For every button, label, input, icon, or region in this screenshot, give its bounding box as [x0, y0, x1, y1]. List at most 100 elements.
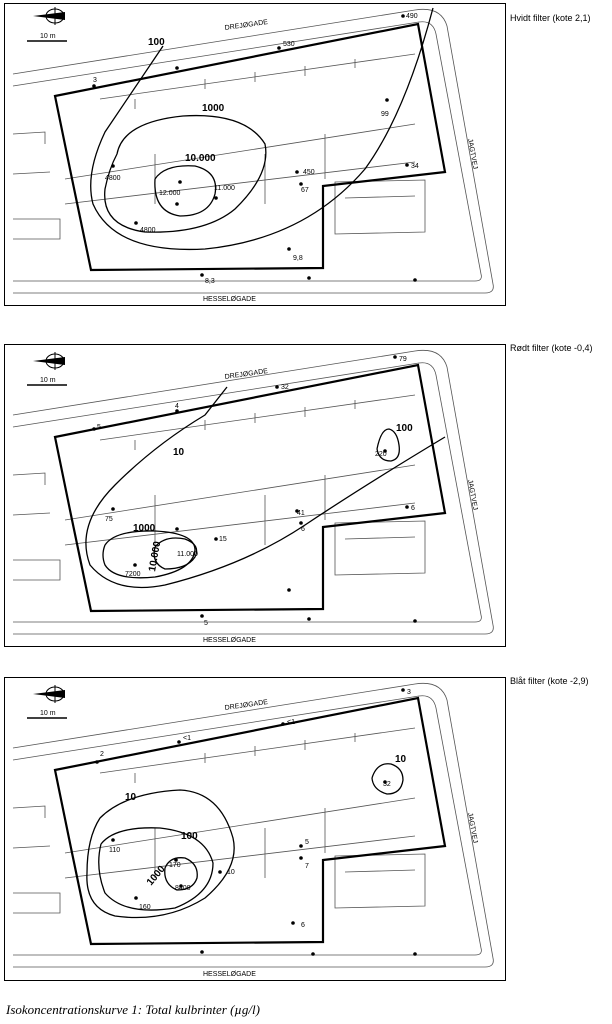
contour-1000	[102, 530, 196, 579]
contour-100	[98, 827, 214, 911]
sample-value: 34	[411, 163, 419, 170]
sample-value: 6	[301, 922, 305, 929]
panel-1-title: Hvidt filter (kote 2,1)	[510, 13, 591, 23]
sample-value: 11.000	[214, 185, 235, 192]
map-panel-white-filter: 10 m DREJØGADE HESSELØGADE JAGTVEJ 100 1…	[4, 3, 506, 306]
sample-value: 5	[204, 620, 208, 627]
north-arrow-icon	[33, 685, 65, 703]
street-east: JAGTVEJ	[466, 479, 478, 510]
contour-100	[376, 428, 400, 462]
sample-value: <1	[287, 719, 295, 726]
sample-value: 79	[399, 356, 407, 363]
contour-lines	[86, 763, 404, 919]
contour-label: 10	[125, 792, 137, 803]
sample-value: 6	[411, 505, 415, 512]
sample-value: 67	[301, 187, 309, 194]
sample-value: <1	[183, 735, 191, 742]
sample-value: 2	[100, 751, 104, 758]
property-boundary	[53, 363, 447, 613]
contour-1000	[164, 857, 198, 891]
contour-label: 10	[395, 754, 407, 765]
street-north: DREJØGADE	[224, 699, 268, 712]
sample-value: 4800	[140, 227, 156, 234]
contour-10	[85, 386, 446, 589]
panel-3-title: Blåt filter (kote -2,9)	[510, 676, 589, 686]
street-north: DREJØGADE	[224, 19, 268, 32]
panel-2-title: Rødt filter (kote -0,4)	[510, 343, 593, 353]
contour-labels: 100 1000 10.000	[148, 37, 225, 164]
contour-label: 10.000	[147, 540, 163, 572]
sample-value: 490	[406, 13, 418, 20]
property-boundary	[53, 22, 447, 272]
street-lines	[12, 349, 494, 635]
contour-labels: 100 10 1000 10.000	[133, 423, 413, 573]
scale-label: 10 m	[40, 33, 56, 40]
sample-point-icon	[92, 355, 417, 623]
street-south: HESSELØGADE	[203, 296, 256, 303]
sample-value: 8400	[175, 885, 191, 892]
sample-point-icon	[92, 14, 417, 282]
scale-bar: 10 m	[27, 710, 67, 719]
contour-10-west	[86, 789, 235, 919]
sample-value: 12.000	[159, 190, 181, 197]
contour-label: 100	[148, 37, 165, 48]
map-svg-3: 10 m DREJØGADE HESSELØGADE JAGTVEJ 10 10…	[12, 682, 494, 978]
contour-label: 100	[181, 831, 198, 842]
sample-value: 220	[375, 451, 387, 458]
contour-lines	[90, 7, 434, 251]
sample-value: 15	[219, 536, 227, 543]
street-lines	[12, 8, 494, 294]
sample-value: 160	[139, 904, 151, 911]
street-east: JAGTVEJ	[466, 138, 478, 169]
sample-value: 32	[281, 384, 289, 391]
sample-value: 32	[383, 781, 391, 788]
sample-value: 3	[407, 689, 411, 696]
scale-label: 10 m	[40, 377, 56, 384]
sample-value: 9,8	[293, 255, 303, 262]
sample-value: 41	[297, 510, 305, 517]
sample-value: 6	[301, 526, 305, 533]
sample-value: 450	[303, 169, 315, 176]
contour-10-east	[371, 763, 404, 795]
sample-value: 7200	[125, 571, 141, 578]
map-svg-2: 10 m DREJØGADE HESSELØGADE JAGTVEJ 100 1…	[12, 349, 494, 644]
contour-lines	[85, 386, 446, 589]
sample-value: 10	[227, 869, 235, 876]
street-north: DREJØGADE	[224, 368, 268, 381]
scale-label: 10 m	[40, 710, 56, 717]
contour-labels: 10 10 100 1000	[125, 754, 407, 888]
sample-point-icon	[95, 688, 417, 956]
contour-100	[90, 7, 434, 251]
contour-10000	[154, 165, 217, 217]
sample-value: 5	[97, 424, 101, 431]
sample-value: 11.000	[177, 551, 198, 558]
sample-value: 99	[381, 111, 389, 118]
sample-value: 3	[93, 77, 97, 84]
north-arrow-icon	[33, 352, 65, 370]
map-svg-1: 10 m DREJØGADE HESSELØGADE JAGTVEJ 100 1…	[12, 7, 494, 303]
sample-points: 3 <1 <1 2 32 110 5 7 170 10 8400 160 6	[95, 688, 417, 956]
contour-10000	[153, 537, 198, 570]
contour-1000	[104, 114, 267, 233]
contour-label: 1000	[202, 103, 225, 114]
sample-points: 490 530 3 99 4800 12.000 11.000 450 67 3…	[92, 13, 419, 285]
contour-label: 10	[173, 447, 185, 458]
sample-value: 4800	[105, 175, 121, 182]
property-boundary	[53, 696, 447, 946]
street-south: HESSELØGADE	[203, 971, 256, 978]
scale-bar: 10 m	[27, 377, 67, 386]
sample-value: 110	[109, 847, 120, 854]
figure-caption: Isokoncentrationskurve 1: Total kulbrint…	[6, 1002, 260, 1017]
sample-value: 7	[305, 863, 309, 870]
sample-value: 170	[169, 862, 181, 869]
sample-value: 5	[305, 839, 309, 846]
scale-bar: 10 m	[27, 33, 67, 42]
map-panel-blue-filter: 10 m DREJØGADE HESSELØGADE JAGTVEJ 10 10…	[4, 677, 506, 981]
sample-value: 530	[283, 41, 295, 48]
north-arrow-icon	[33, 7, 65, 25]
street-lines	[12, 682, 494, 968]
street-south: HESSELØGADE	[203, 637, 256, 644]
sample-points: 79 32 4 5 220 41 6 6 75 15 11.000 7200 5	[92, 355, 417, 627]
street-east: JAGTVEJ	[466, 812, 478, 843]
sample-value: 8,3	[205, 278, 215, 285]
